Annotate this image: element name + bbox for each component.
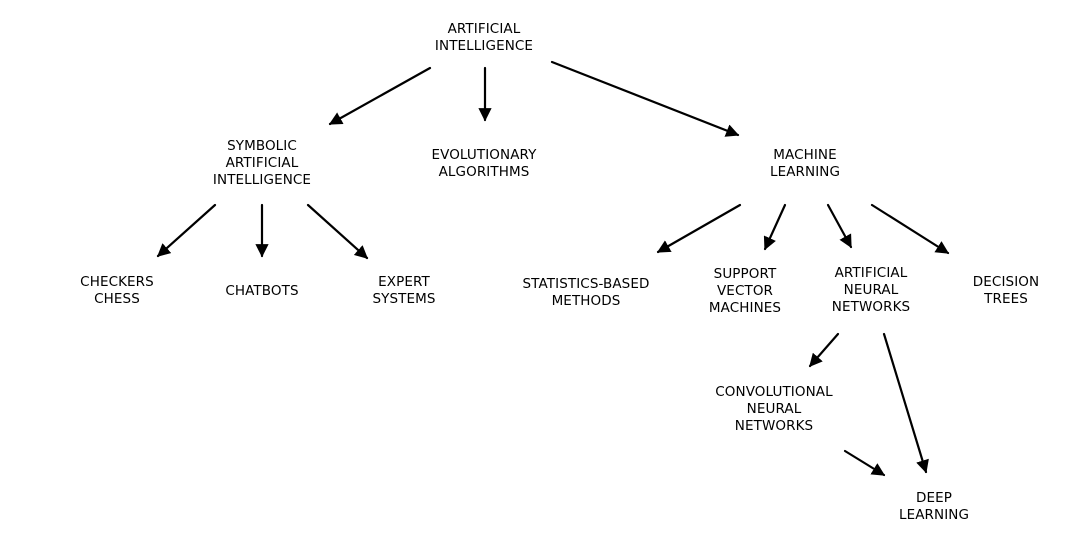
node-label-line: ARTIFICIAL [225, 155, 299, 171]
node-expert-systems: EXPERT SYSTEMS [372, 274, 435, 308]
node-convolutional-neural-networks: CONVOLUTIONAL NEURAL NETWORKS [715, 384, 833, 435]
node-label-line: STATISTICS-BASED [522, 276, 650, 292]
node-artificial-intelligence: ARTIFICIAL INTELLIGENCE [435, 21, 533, 55]
arrow-ml-to-trees [870, 203, 950, 255]
arrow-ann-to-cnn [808, 332, 840, 368]
node-statistics-based-methods: STATISTICS-BASED METHODS [523, 276, 650, 310]
node-label-line: LEARNING [898, 507, 970, 523]
node-label-line: MACHINE [773, 147, 837, 163]
node-label-line: SYMBOLIC [227, 138, 297, 154]
node-label-line: ARTIFICIAL [447, 21, 521, 37]
node-label-line: EXPERT [378, 274, 430, 290]
node-label-line: VECTOR [716, 283, 774, 299]
node-label-line: TREES [984, 291, 1028, 307]
node-label-line: CHESS [94, 291, 140, 307]
node-deep-learning: DEEP LEARNING [899, 490, 969, 524]
node-label-line: INTELLIGENCE [212, 172, 312, 188]
arrow-ml-to-svm [763, 203, 787, 251]
node-label-line: DEEP [915, 490, 952, 506]
arrow-ai-to-symbolic [328, 66, 432, 126]
arrow-symbolic-to-checkers [156, 203, 217, 258]
node-checkers-chess: CHECKERS CHESS [80, 274, 154, 308]
node-label-line: MACHINES [708, 300, 782, 316]
node-chatbots: CHATBOTS [225, 283, 298, 300]
node-label-line: NEURAL [746, 401, 802, 417]
arrow-ai-to-ml [550, 60, 740, 137]
arrow-ann-to-deep [882, 332, 929, 474]
node-label-line: SUPPORT [713, 266, 777, 282]
node-label-line: NETWORKS [831, 299, 911, 315]
node-decision-trees: DECISION TREES [973, 274, 1039, 308]
node-label-line: NETWORKS [734, 418, 814, 434]
arrow-ml-to-ann [826, 203, 853, 249]
arrow-cnn-to-deep [843, 449, 886, 477]
node-label-line: METHODS [551, 293, 621, 309]
node-label-line: LEARNING [769, 164, 841, 180]
node-artificial-neural-networks: ARTIFICIAL NEURAL NETWORKS [832, 265, 910, 316]
node-support-vector-machines: SUPPORT VECTOR MACHINES [709, 266, 781, 317]
node-machine-learning: MACHINE LEARNING [770, 147, 840, 181]
node-label-line: ARTIFICIAL [834, 265, 908, 281]
node-label-line: INTELLIGENCE [434, 38, 534, 54]
node-label-line: EVOLUTIONARY [431, 147, 537, 163]
node-label-line: DECISION [972, 274, 1040, 290]
arrow-ml-to-stats [656, 203, 742, 254]
node-label-line: CHATBOTS [225, 283, 299, 299]
node-label-line: NEURAL [843, 282, 899, 298]
node-evolutionary-algorithms: EVOLUTIONARY ALGORITHMS [431, 147, 536, 181]
node-label-line: CONVOLUTIONAL [715, 384, 833, 400]
node-symbolic-ai: SYMBOLIC ARTIFICIAL INTELLIGENCE [213, 138, 311, 189]
node-label-line: CHECKERS [80, 274, 154, 290]
node-label-line: ALGORITHMS [438, 164, 530, 180]
arrow-symbolic-to-expert [306, 203, 369, 260]
node-label-line: SYSTEMS [372, 291, 436, 307]
